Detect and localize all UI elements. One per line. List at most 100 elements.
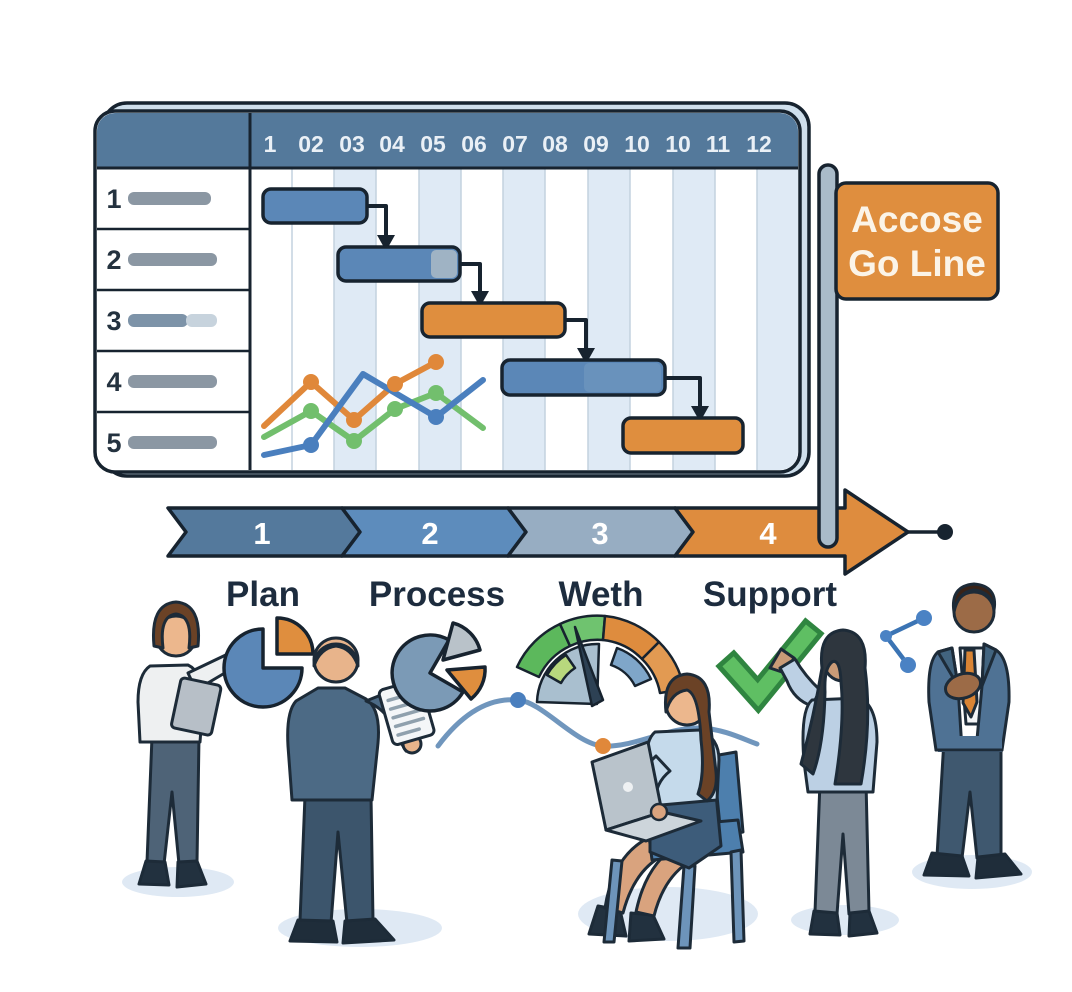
process-arrow: 1 2 3 4 [166,488,953,576]
gantt-column-labels: 1 02 03 04 05 06 07 08 09 10 10 11 12 [264,131,772,157]
pie1-main-slice [222,627,304,709]
column-label: 1 [264,131,277,157]
seated-hand [649,802,669,822]
arrowhead-icon [691,406,709,422]
arrowhead-icon [471,291,489,307]
people-illustration [122,582,1032,950]
trend-dots-green [303,385,444,449]
arrowhead-icon [377,235,395,251]
gantt-header-band [97,113,798,168]
pie-chart-icon [222,616,315,709]
step-number-2: 2 [421,516,438,551]
dependency-connector [367,204,388,236]
sign-text-line2: Go Line [848,243,986,284]
task-bar-3 [420,301,567,339]
column-label: 10 [624,131,650,157]
trend-dots-blue [303,409,444,453]
seated-hair [663,672,718,803]
wave-dot-blue [510,692,526,708]
arrow-end-dot [937,524,953,540]
pie2-main-slice [390,633,465,713]
presenter-pants [145,735,201,866]
column-label: 11 [706,131,731,157]
row-label: 3 [106,306,121,336]
task-bar-4-tail [584,363,661,392]
milestone-sign: Accose Go Line [817,163,1000,549]
analyst-jacket [286,686,380,802]
chair-leg [729,848,746,944]
column-label: 12 [746,131,772,157]
dependency-connector [460,262,482,292]
gantt-bars [261,187,745,455]
floor-shadows [122,855,1032,947]
person-laptop-woman [587,672,746,950]
sign-pole [817,163,839,549]
analyst-pants [298,794,375,925]
sign-board [834,181,1000,301]
dependency-connector [565,318,588,349]
person-raised-hand-woman [768,628,879,938]
step-numbers: 1 2 3 4 [253,516,777,551]
gantt-chart: 1 02 03 04 05 06 07 08 09 10 10 11 12 1 … [93,101,811,478]
column-label: 06 [461,131,487,157]
pie1-orange-slice [275,616,315,656]
trend-line-blue [261,371,486,458]
column-label: 10 [665,131,691,157]
task-bar-2-tail [431,250,457,278]
pie2-orange-slice [445,665,487,701]
row-label: 1 [106,184,121,214]
step-number-3: 3 [591,516,608,551]
raised-woman-hair [799,628,870,786]
laptop-base [604,810,703,843]
suit-man-hands [943,671,983,701]
column-label: 09 [583,131,609,157]
step-label-support: Support [703,575,837,614]
person-presenter-woman [136,600,258,889]
arrowhead-icon [577,348,595,364]
gauge-segment-green2 [558,614,607,648]
step-label-plan: Plan [226,575,300,614]
trend-lines-chart [261,354,486,458]
gantt-row-lines [97,227,250,414]
step-number-1: 1 [253,516,270,551]
row-label: 2 [106,245,121,275]
wave-dot-orange [595,738,611,754]
row-label: 5 [106,428,121,458]
suit-man-hair [951,582,997,614]
analyst-hair [312,642,360,668]
sign-text-line1: Accose [851,199,983,240]
column-label: 04 [379,131,405,157]
step-chevron-4-arrowhead [673,488,910,576]
step-label-process: Process [369,575,505,614]
column-label: 05 [420,131,446,157]
trend-line-green [261,390,486,444]
column-label: 03 [339,131,365,157]
pie2-gray-slice [441,621,482,662]
step-labels: Plan Process Weth Support [226,575,837,614]
gauge-inner-green [545,653,577,685]
suit-man-pants [935,738,1003,860]
gauge-icon [515,614,686,708]
presenter-hair [151,600,201,650]
row-label: 4 [106,367,121,397]
pie-chart-exploded-icon [390,621,487,713]
column-label: 07 [502,131,528,157]
gauge-inner-blue [609,646,653,688]
step-label-weth: Weth [559,575,644,614]
chair-leg [602,858,624,944]
gantt-row-labels: 1 2 3 4 5 [106,184,121,458]
column-label: 02 [298,131,324,157]
gauge-needle [573,625,605,708]
trend-dots-orange [303,354,444,428]
person-suit-man [922,582,1023,880]
network-nodes-icon [880,610,932,673]
gantt-row-placeholder-bars [128,192,217,449]
presenter-tablet [170,676,223,737]
step-number-4: 4 [759,516,777,551]
task-bar-1 [261,187,369,225]
raised-woman-pants [813,780,871,916]
dependency-connector [665,376,702,407]
task-bar-5 [621,416,745,455]
